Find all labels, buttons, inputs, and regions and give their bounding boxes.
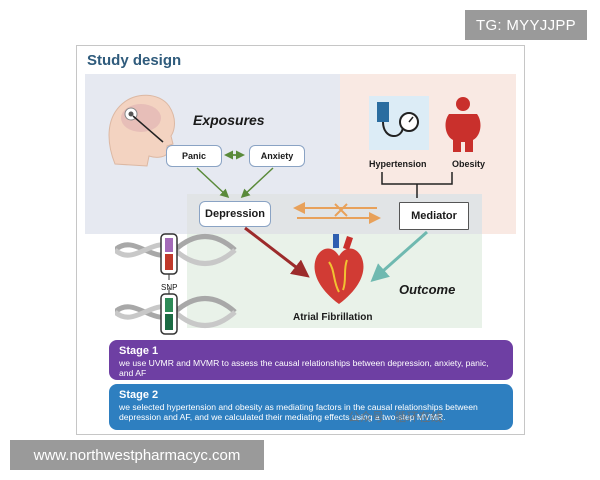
exposures-label: Exposures xyxy=(193,112,265,128)
anxiety-box: Anxiety xyxy=(249,145,305,167)
stage-1-title: Stage 1 xyxy=(119,345,159,357)
obesity-label: Obesity xyxy=(452,159,486,169)
stage-1-box: Stage 1 we use UVMR and MVMR to assess t… xyxy=(109,340,513,380)
depression-box: Depression xyxy=(199,201,271,227)
outcome-label: Outcome xyxy=(399,282,456,297)
study-design-figure: Study design Exposures Panic Anxiety Dep… xyxy=(76,45,525,435)
stage-2-title: Stage 2 xyxy=(119,389,159,401)
watermark-tg: TG: MYYJJPP xyxy=(465,10,587,40)
stage-2-text: we selected hypertension and obesity as … xyxy=(119,402,478,422)
atrial-fibrillation-label: Atrial Fibrillation xyxy=(293,312,373,323)
panic-box: Panic xyxy=(166,145,222,167)
stage-1-text: we use UVMR and MVMR to assess the causa… xyxy=(119,358,489,378)
watermark-url: www.northwestpharmacyc.com xyxy=(10,440,264,470)
figure-title: Study design xyxy=(87,52,182,69)
snp-label: SNP xyxy=(161,283,178,292)
stage-2-box: Stage 2 we selected hypertension and obe… xyxy=(109,384,513,430)
dna-snp-icon xyxy=(115,233,237,335)
heart-icon xyxy=(314,234,364,304)
blood-pressure-icon xyxy=(369,96,429,150)
mediator-box: Mediator xyxy=(399,202,469,230)
head-brain-icon xyxy=(108,94,175,167)
wechat-watermark: 公众号 · 循环在线 xyxy=(348,410,443,424)
hypertension-label: Hypertension xyxy=(369,159,427,169)
obesity-icon xyxy=(445,97,481,152)
exposure-arrows xyxy=(196,150,453,282)
